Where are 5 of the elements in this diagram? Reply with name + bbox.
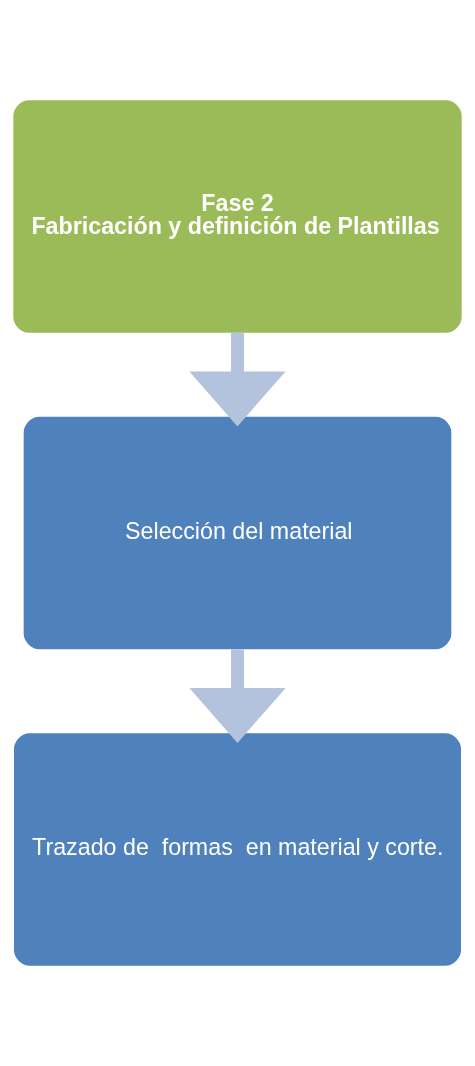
arrow (189, 332, 286, 427)
arrow (189, 649, 286, 743)
node-box: Selección del material (23, 416, 452, 650)
node-box: Trazado de formas en material y corte. (14, 733, 461, 966)
node-box: Fase 2 Fabricación y definición de Plantillas (13, 100, 462, 333)
